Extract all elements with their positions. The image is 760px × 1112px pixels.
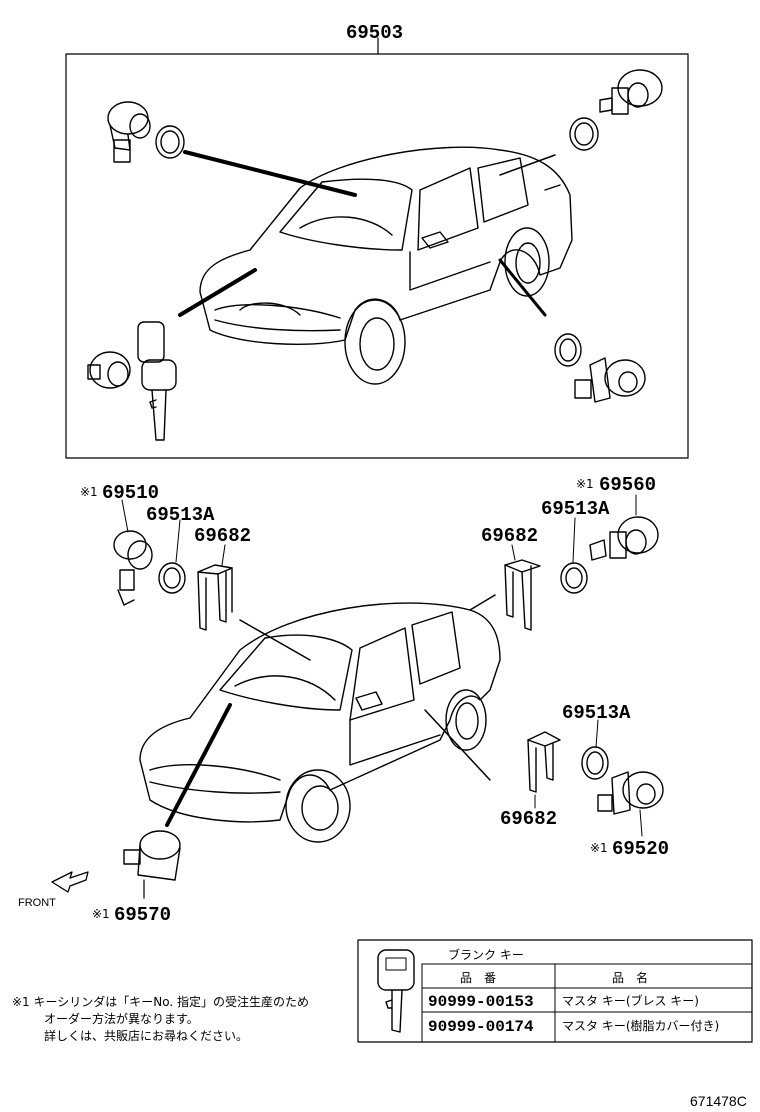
back-door-lock-top xyxy=(554,333,646,403)
note-line-2: オーダー方法が異なります。 xyxy=(44,1011,199,1026)
key-table-col-part-no: 品 番 xyxy=(460,971,496,985)
label-69682-bottom: 69682 xyxy=(500,808,557,830)
mark-69510: ※1 xyxy=(80,485,98,499)
label-69570: 69570 xyxy=(114,904,171,926)
bracket-69682-right xyxy=(504,559,541,631)
note-line-3: 詳しくは、共販店にお尋ねください。 xyxy=(44,1028,248,1043)
label-69682-right: 69682 xyxy=(481,525,538,547)
label-69682-left: 69682 xyxy=(194,525,251,547)
key-row-2-part-no: 90999-00174 xyxy=(428,1018,534,1036)
bracket-69682-left xyxy=(197,564,233,631)
label-69520: 69520 xyxy=(612,838,669,860)
blank-key-icon xyxy=(377,949,415,1033)
car-top xyxy=(199,146,573,385)
label-69560: 69560 xyxy=(599,474,656,496)
ignition-lock-top xyxy=(87,321,177,441)
front-label: FRONT xyxy=(18,897,56,909)
front-arrow-icon xyxy=(51,871,89,893)
car-bottom xyxy=(139,602,501,843)
mark-69520: ※1 xyxy=(590,841,608,855)
ignition-lock-69570 xyxy=(123,830,181,881)
back-door-lock-69520 xyxy=(527,731,664,815)
top-assembly-frame xyxy=(65,53,689,459)
footer-code: 671478C xyxy=(690,1093,747,1109)
key-row-1-part-no: 90999-00153 xyxy=(428,993,534,1011)
label-69513a-bottom: 69513A xyxy=(562,702,631,724)
label-69503: 69503 xyxy=(346,22,403,44)
door-lock-left-top xyxy=(107,101,185,163)
door-lock-right-top xyxy=(569,69,663,151)
label-69513a-right: 69513A xyxy=(541,498,610,520)
key-table-title: ブランク キー xyxy=(448,947,524,962)
note-line-1: ※1 キーシリンダは「キーNo. 指定」の受注生産のため xyxy=(12,994,309,1009)
door-lock-69510 xyxy=(113,530,186,606)
key-row-1-name: マスタ キー(ブレス キー) xyxy=(562,993,699,1008)
label-69513a-left: 69513A xyxy=(146,504,215,526)
mark-69570: ※1 xyxy=(92,907,110,921)
key-row-2-name: マスタ キー(樹脂カバー付き) xyxy=(562,1018,719,1033)
mark-69560: ※1 xyxy=(576,477,594,491)
door-lock-69560 xyxy=(560,516,659,594)
key-table-col-part-name: 品 名 xyxy=(612,970,648,985)
label-69510: 69510 xyxy=(102,482,159,504)
